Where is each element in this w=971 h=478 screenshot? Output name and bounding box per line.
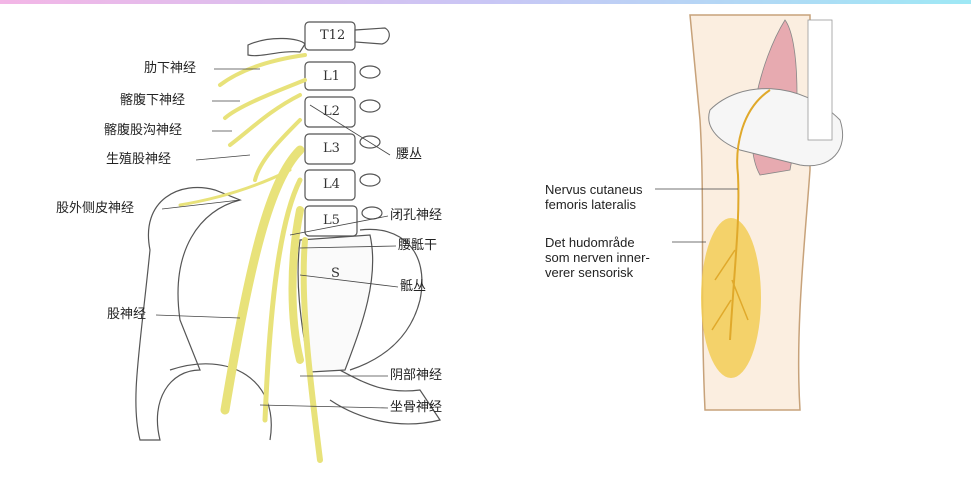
thigh-illustration — [655, 14, 844, 411]
label-lumbar-plexus: 腰丛 — [396, 147, 423, 162]
label-iliohypogastric-nerve: 髂腹下神经 — [120, 93, 186, 108]
label-line: Det hudområde — [545, 235, 635, 250]
label-nervus-cutaneus: Nervus cutaneus femoris lateralis — [545, 182, 643, 212]
vertebra-l3: L3 — [323, 141, 340, 156]
vertebra-l5: L5 — [323, 213, 340, 228]
label-lateral-femoral-cutaneous-nerve: 股外侧皮神经 — [56, 201, 135, 216]
label-line: verer sensorisk — [545, 265, 634, 280]
label-line: Nervus cutaneus — [545, 182, 643, 197]
lumbar-plexus-illustration — [135, 21, 441, 441]
vertebra-l4: L4 — [323, 177, 340, 192]
nerves — [178, 53, 323, 463]
skin-area — [701, 218, 761, 378]
label-sacral-plexus: 骶丛 — [400, 279, 427, 294]
label-genitofemoral-nerve: 生殖股神经 — [106, 152, 172, 167]
label-skin-area: Det hudområde som nerven inner- verer se… — [545, 235, 650, 280]
label-ilioinguinal-nerve: 髂腹股沟神经 — [104, 123, 183, 138]
label-pudendal-nerve: 阴部神经 — [390, 368, 443, 383]
label-line: femoris lateralis — [545, 197, 637, 212]
top-accent-bar — [0, 0, 971, 4]
label-sciatic-nerve: 坐骨神经 — [390, 400, 443, 415]
vertebra-l1: L1 — [323, 69, 340, 84]
leader-lines — [155, 68, 399, 409]
vertebra-s: S — [331, 266, 340, 281]
vertebra-t12: T12 — [320, 28, 346, 43]
label-obturator-nerve: 闭孔神经 — [390, 208, 443, 223]
label-lumbosacral-trunk: 腰骶干 — [398, 238, 438, 253]
vertebra-l2: L2 — [323, 104, 340, 119]
label-subcostal-nerve: 肋下神经 — [144, 61, 197, 76]
label-femoral-nerve: 股神经 — [107, 307, 147, 322]
label-line: som nerven inner- — [545, 250, 650, 265]
